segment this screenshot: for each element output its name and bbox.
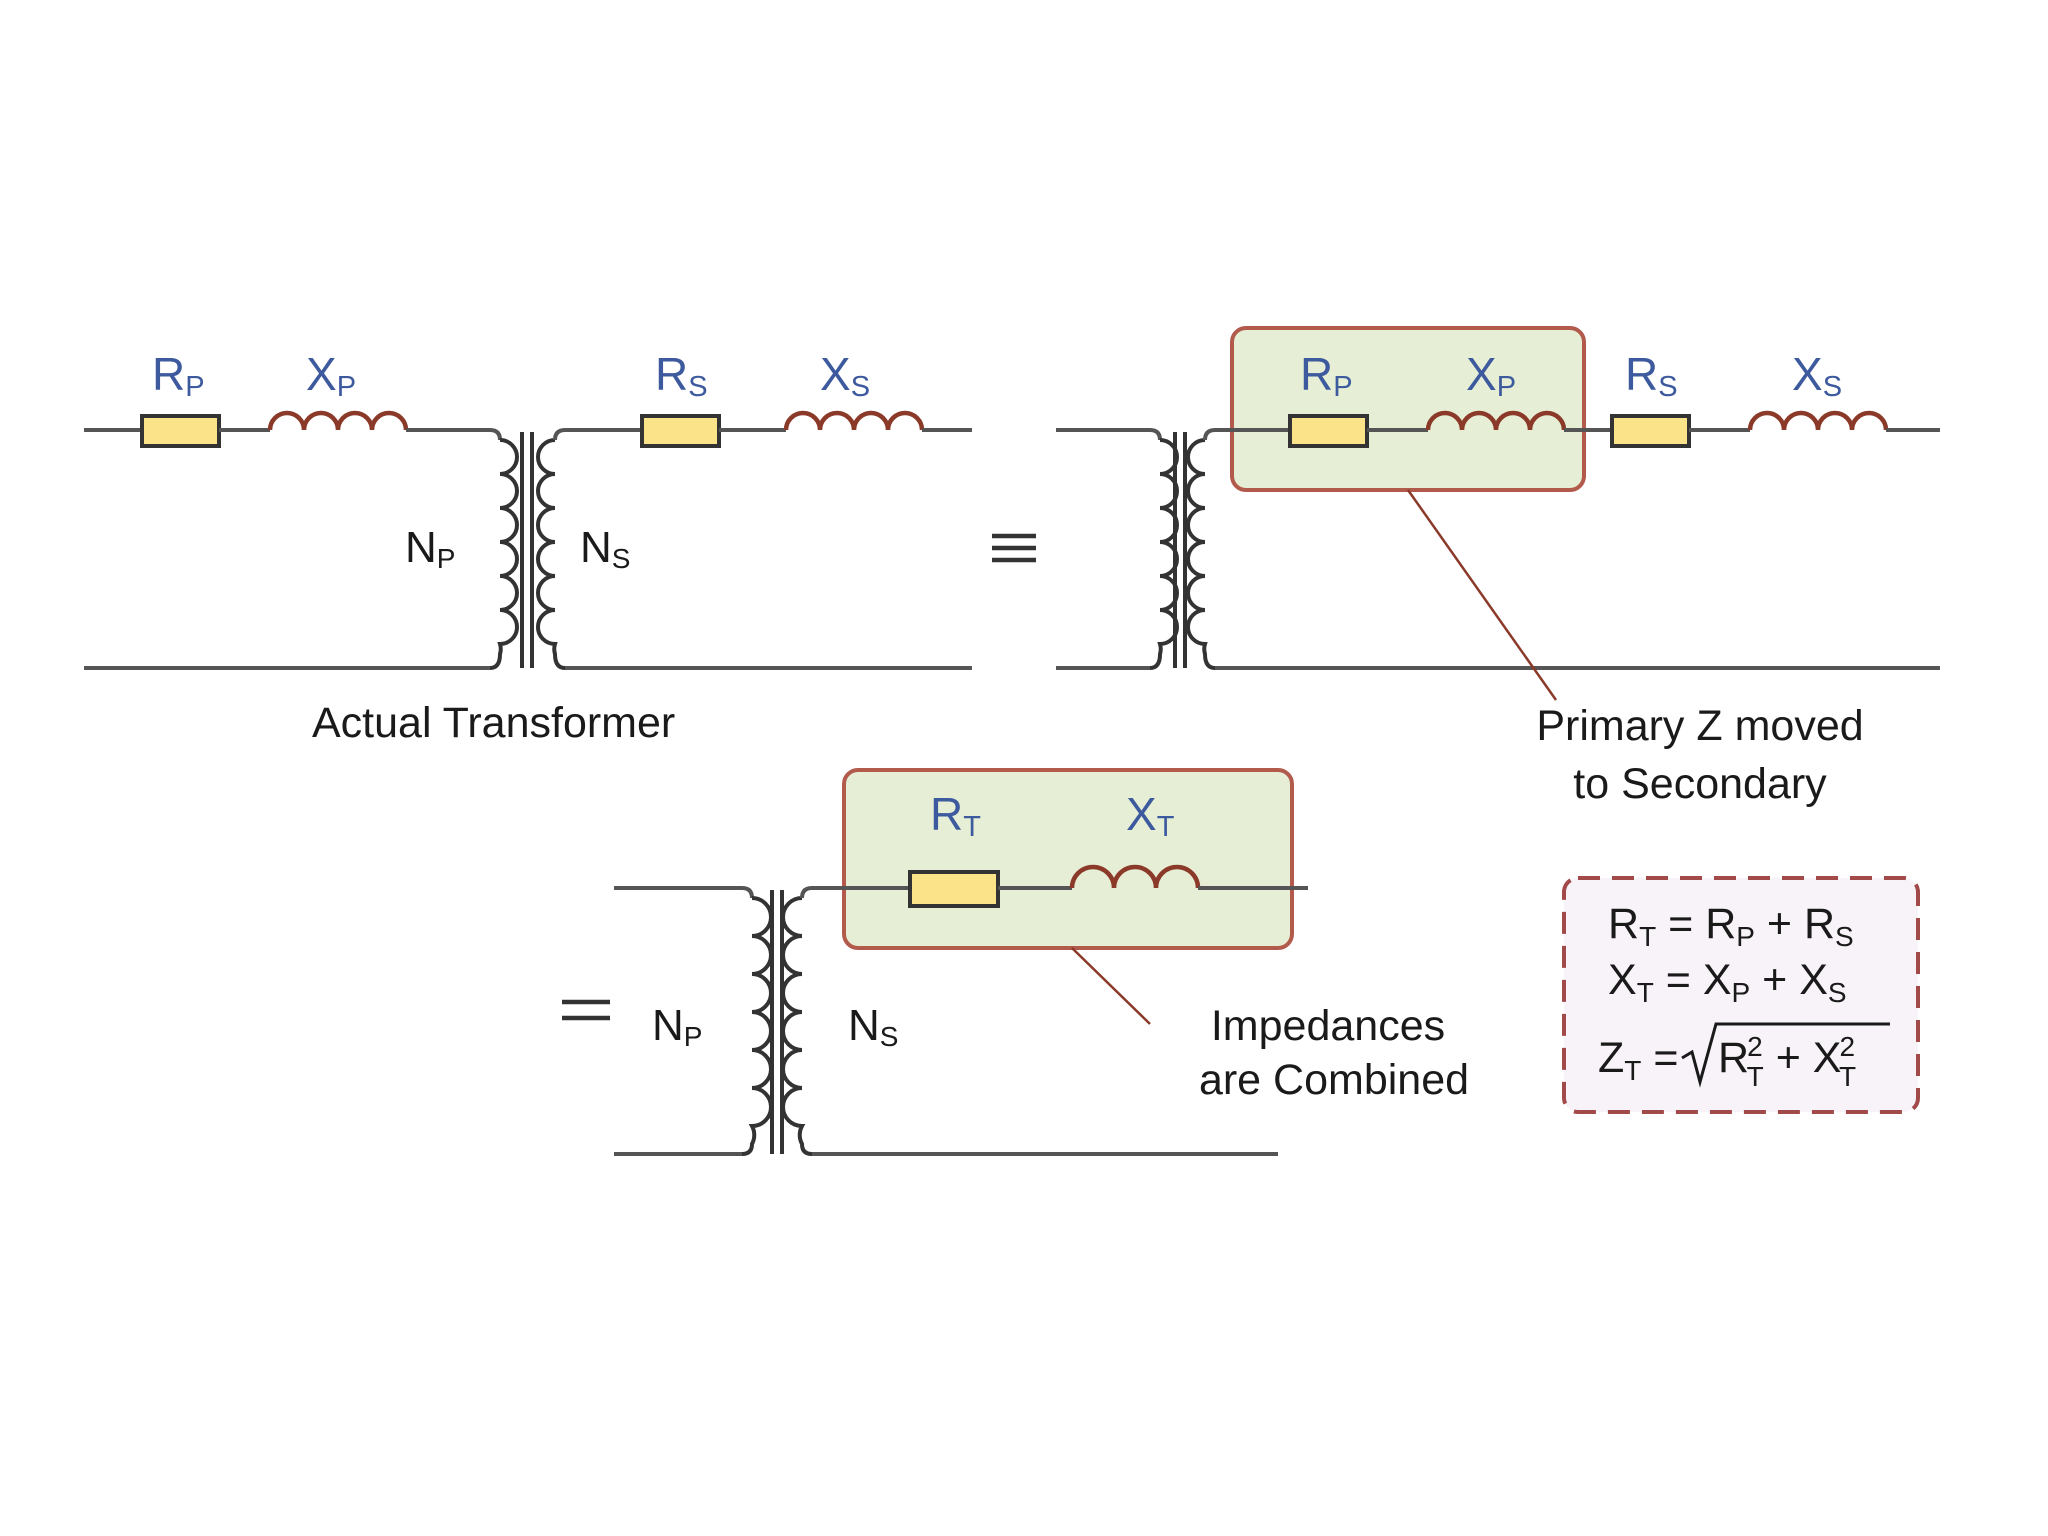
label-ns-3: NS (848, 1001, 898, 1052)
label-rp: RP (152, 348, 205, 403)
label-rs: RS (655, 348, 708, 403)
secondary-winding-2 (1186, 438, 1216, 670)
secondary-winding-1 (536, 438, 566, 670)
primary-winding-2 (1149, 438, 1179, 670)
label-xt: XT (1126, 788, 1175, 843)
inductor-xp (267, 410, 409, 431)
leader-line-moved (1406, 489, 1558, 701)
inductor-xs (783, 410, 925, 431)
label-xp: XP (306, 348, 356, 403)
equation-box-border (1562, 876, 1920, 1114)
label-rt: RT (930, 788, 981, 843)
label-xs: XS (820, 348, 870, 403)
caption-impedances: Impedances (1211, 1002, 1445, 1050)
resistor-rp (140, 414, 221, 448)
label-np-3: NP (652, 1001, 702, 1052)
label-rp-moved: RP (1300, 348, 1353, 403)
inductor-xt (1069, 864, 1201, 889)
primary-winding-1 (489, 438, 519, 670)
highlight-box-combined (842, 768, 1294, 950)
square-root-sign (1681, 1022, 1890, 1088)
resistor-rs (640, 414, 721, 448)
caption-primary-z-moved: Primary Z moved (1536, 702, 1863, 750)
equation-zt-lhs: ZT = (1598, 1034, 1678, 1086)
label-np-1: NP (405, 523, 455, 574)
secondary-winding-3 (781, 896, 813, 1156)
inductor-xs-2 (1747, 410, 1889, 431)
label-xp-moved: XP (1466, 348, 1516, 403)
resistor-rp-moved (1288, 414, 1369, 448)
combined-impedance-circuit: RT XT NP NS Impedances are Combined (614, 768, 1469, 1156)
inductor-xp-moved (1425, 410, 1567, 431)
caption-actual-transformer: Actual Transformer (312, 699, 675, 747)
equals-sign (562, 999, 610, 1021)
resistor-rs-2 (1610, 414, 1691, 448)
moved-impedance-circuit: RP XP RS XS Primary Z moved to Secondary (1056, 326, 1940, 808)
actual-transformer-circuit: RP XP RS XS NP NS Actual Transformer (84, 348, 972, 747)
caption-are-combined: are Combined (1199, 1056, 1469, 1104)
caption-to-secondary: to Secondary (1573, 760, 1827, 808)
equation-rt: RT = RP + RS (1608, 900, 1854, 952)
primary-winding-3 (741, 896, 773, 1156)
label-xs-2: XS (1792, 348, 1842, 403)
resistor-rt (908, 870, 1000, 908)
highlight-box-moved (1230, 326, 1586, 492)
leader-line-combined (1071, 947, 1151, 1025)
equation-xt: XT = XP + XS (1608, 956, 1847, 1008)
label-ns-1: NS (580, 523, 630, 574)
equivalent-sign (992, 533, 1036, 563)
label-rs-2: RS (1625, 348, 1678, 403)
